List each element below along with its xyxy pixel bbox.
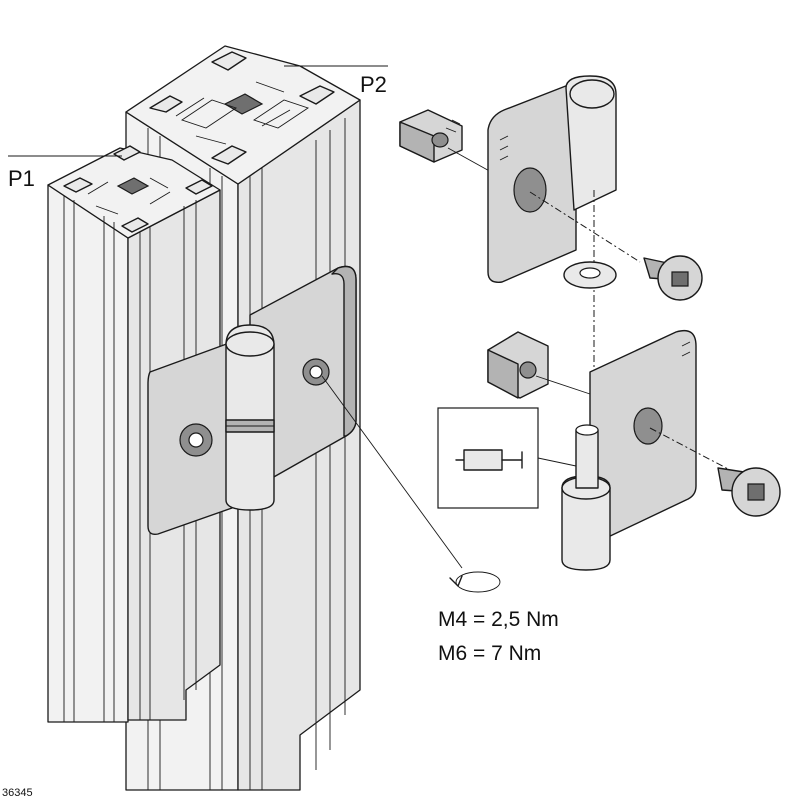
torque-spec-m6: M6 = 7 Nm [438, 642, 541, 665]
rotation-arrow-icon [449, 571, 501, 593]
countersunk-screw-lower [717, 467, 781, 517]
drawing-number: 36345 [2, 787, 33, 799]
assembled-hinge [147, 265, 357, 536]
screw-hole-icon [513, 167, 547, 213]
t-slot-nut-upper [399, 109, 463, 163]
torque-leader [321, 375, 463, 569]
hinge-leaf-upper [487, 75, 617, 283]
hinge-pin-knuckle [561, 424, 611, 571]
screw-hole-icon [633, 407, 663, 445]
t-slot-nut-lower [487, 331, 549, 399]
countersunk-screw-upper [643, 255, 703, 301]
axis-line-horizontal-upper [529, 191, 641, 263]
hinge-leaf-lower [589, 329, 697, 539]
label-p2: P2 [360, 72, 387, 97]
align-line-lower [535, 375, 597, 397]
torque-spec-m4: M4 = 2,5 Nm [438, 608, 559, 631]
axis-line-horizontal-lower [649, 427, 731, 471]
label-p1: P1 [8, 166, 35, 191]
pin-detail-inset [437, 407, 577, 509]
